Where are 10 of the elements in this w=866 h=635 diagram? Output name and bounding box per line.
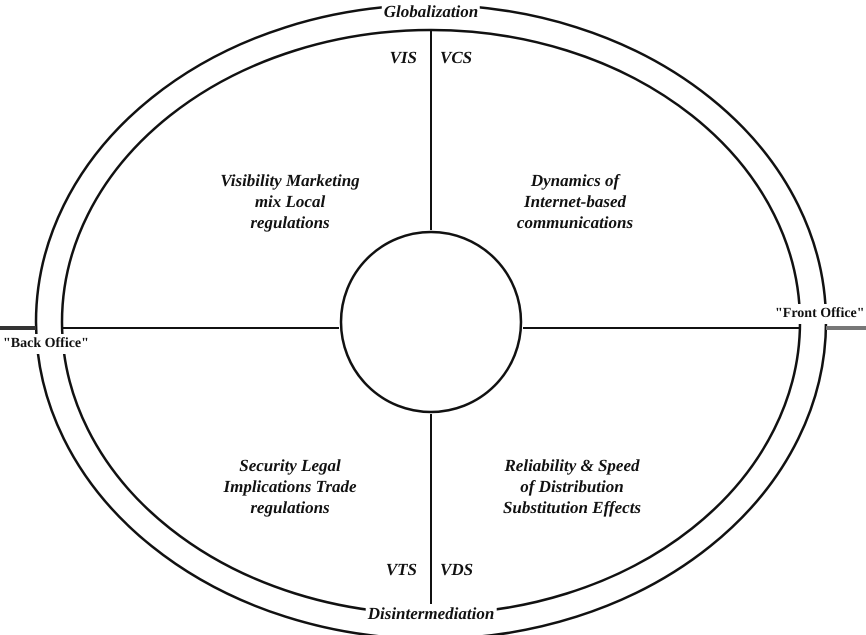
quadrant-text: Reliability & Speed of Distribution Substitution Effects: [502, 455, 642, 518]
quadrant-text: Security Legal Implications Trade regulations: [222, 455, 358, 518]
quadrant-code: VIS: [390, 48, 417, 68]
quadrant-code: VTS: [386, 560, 417, 580]
quadrant-code: VCS: [440, 48, 472, 68]
quadrant-text: Visibility Marketing mix Local regulations: [220, 170, 360, 233]
quadrant-code: VDS: [440, 560, 474, 580]
side-label: "Back Office": [2, 334, 90, 354]
side-label: "Front Office": [774, 304, 866, 324]
quadrant-text: Dynamics of Internet-based communications: [516, 170, 634, 233]
